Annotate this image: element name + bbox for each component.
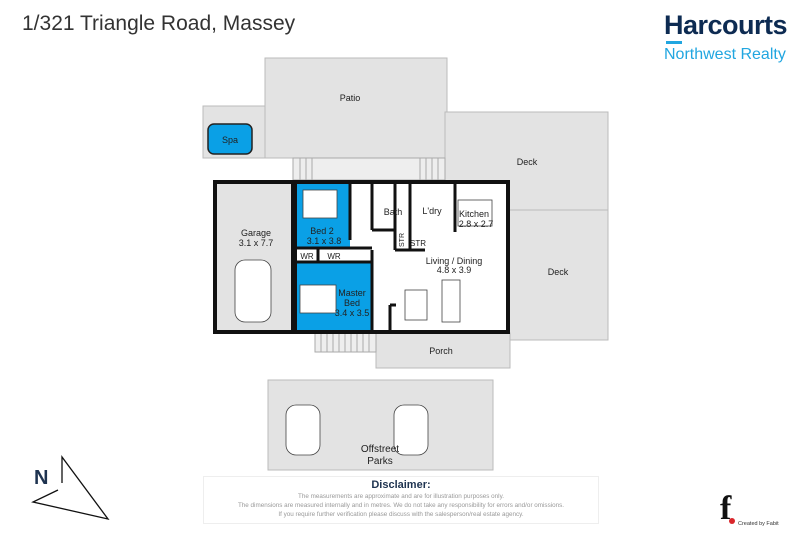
disclaimer-box: Disclaimer: The measurements are approxi…	[203, 476, 599, 524]
laundry-label: L'dry	[422, 206, 442, 216]
patio-area	[264, 57, 448, 159]
disclaimer-heading: Disclaimer:	[371, 479, 431, 491]
kitchen-label: Kitchen	[459, 209, 489, 219]
wr-label-1: WR	[300, 252, 314, 261]
harcourts-logo: Harcourts Northwest Realty	[664, 10, 794, 64]
logo-office: Northwest Realty	[664, 46, 786, 63]
garage-label: Garage	[241, 228, 271, 238]
bed2-size: 3.1 x 3.8	[307, 236, 342, 246]
wr-label-2: WR	[327, 252, 341, 261]
logo-brand: Harcourts	[664, 10, 788, 40]
interior-walls	[295, 182, 457, 332]
porch-label: Porch	[429, 346, 453, 356]
fabit-dot	[729, 518, 735, 524]
garage-size: 3.1 x 7.7	[239, 238, 274, 248]
fabit-logo: f	[720, 490, 732, 527]
bed2-label: Bed 2	[310, 226, 334, 236]
disclaimer-line: The measurements are approximate and are…	[297, 493, 505, 500]
north-label: N	[34, 467, 48, 489]
patio-label: Patio	[340, 93, 361, 103]
furniture	[234, 189, 493, 456]
deck-lower	[507, 209, 609, 341]
north-compass: N	[31, 455, 110, 521]
fabit-credit-text: Created by Fabit	[738, 521, 779, 527]
parking-label: Offstreet	[361, 444, 399, 455]
master-label: Master	[338, 288, 366, 298]
deck-lower-label: Deck	[548, 267, 569, 277]
spa	[207, 123, 253, 155]
living-label: Living / Dining	[426, 256, 483, 266]
fabit-credit: f Created by Fabit	[720, 490, 779, 528]
str-label-1: STR	[399, 233, 406, 247]
master-label-2: Bed	[344, 298, 360, 308]
living-size: 4.8 x 3.9	[437, 265, 472, 275]
str-label-2: STR	[410, 239, 426, 248]
property-address-title: 1/321 Triangle Road, Massey	[22, 12, 296, 35]
spa-label: Spa	[222, 135, 238, 145]
deck-upper-label: Deck	[517, 157, 538, 167]
parking-label-2: Parks	[367, 456, 393, 467]
master-size: 3.4 x 3.5	[335, 308, 370, 318]
disclaimer-line: If you require further verification plea…	[278, 511, 524, 518]
logo-accent-bar	[666, 41, 682, 44]
steps-bottom	[314, 332, 377, 353]
kitchen-size: 2.8 x 2.7	[459, 219, 494, 229]
disclaimer-line: The dimensions are measured internally a…	[237, 502, 565, 509]
steps-top	[292, 157, 446, 181]
bath-label: Bath	[384, 207, 403, 217]
